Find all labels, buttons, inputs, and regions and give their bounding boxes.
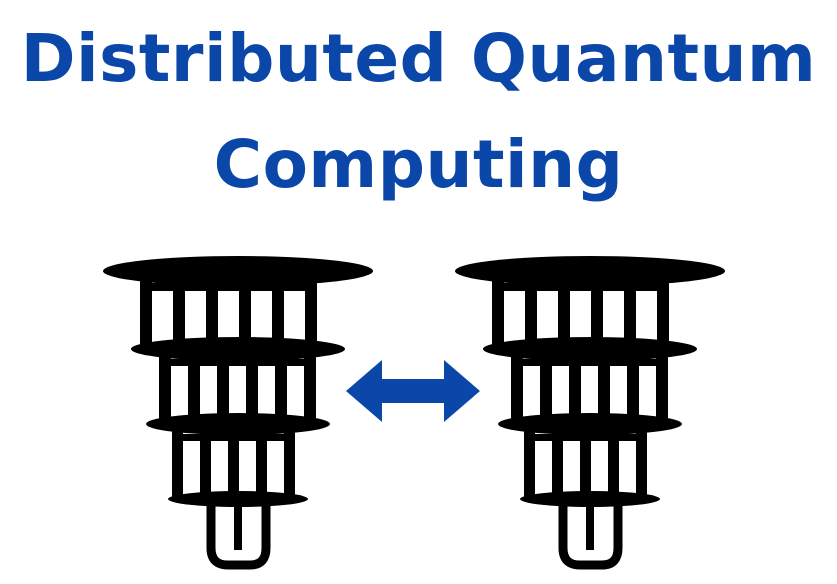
left-quantum-computer-icon [103,256,373,565]
title-line-1: Distributed Quantum [20,20,817,97]
double-headed-arrow-icon [346,360,480,422]
diagram [0,230,837,584]
page-title: Distributed Quantum Computing [0,6,837,218]
title-line-2: Computing [213,126,624,203]
right-quantum-computer-icon [455,256,725,565]
